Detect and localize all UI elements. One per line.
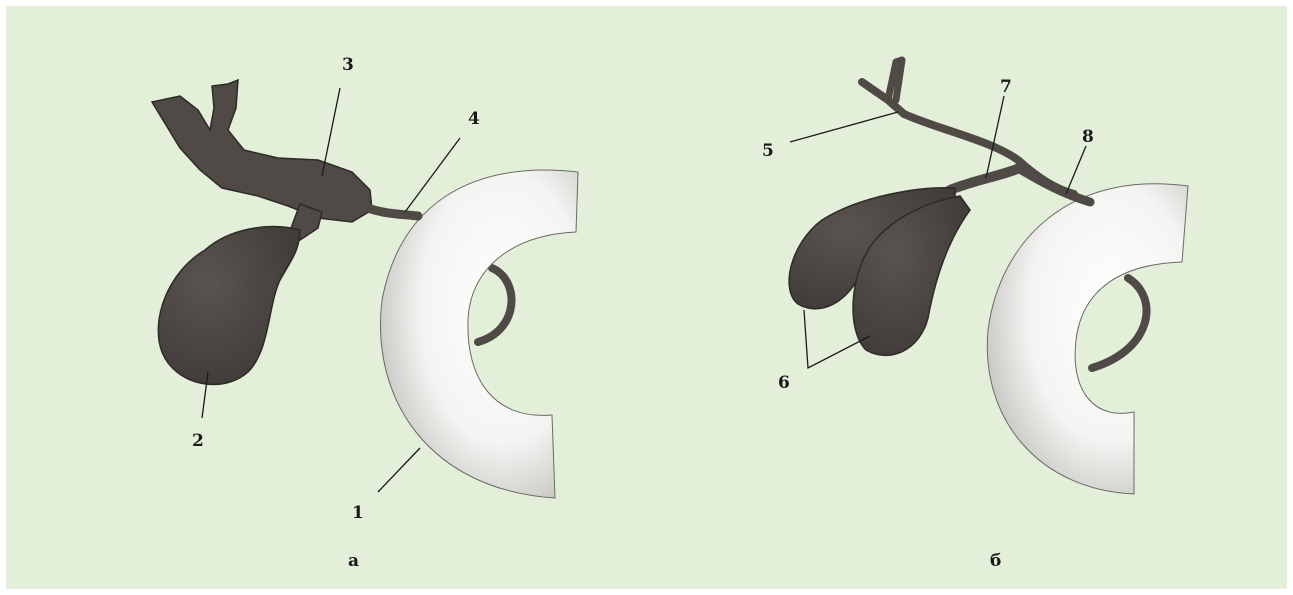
label-2: 2 [192, 431, 204, 451]
label-5: 5 [762, 141, 774, 161]
label-1: 1 [352, 503, 364, 523]
label-8: 8 [1082, 127, 1094, 147]
label-7: 7 [1000, 77, 1012, 97]
label-6: 6 [778, 373, 790, 393]
panel-b-caption: б [990, 551, 1001, 571]
panel-a-caption: а [348, 551, 359, 571]
label-4: 4 [468, 109, 480, 129]
label-3: 3 [342, 55, 354, 75]
